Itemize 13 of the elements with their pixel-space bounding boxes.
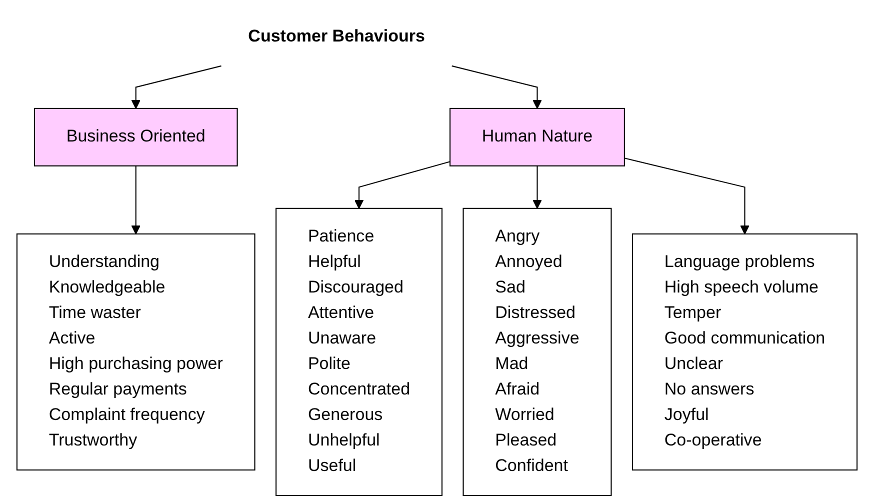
node-box: Patience Helpful Discouraged Attentive Unaware Polite Concentrated Generous Unhelpful Useful [276, 208, 443, 496]
arrow [532, 166, 542, 209]
arrow [624, 158, 750, 234]
node-box: Human Nature [449, 108, 625, 166]
node-box: Language problems High speech volume Temper Good communication Unclear No answers Joyful Co-operative [632, 233, 858, 470]
node-box: Angry Annoyed Sad Distressed Aggressive Mad Afraid Worried Pleased Confident [462, 208, 612, 496]
arrow [131, 65, 222, 109]
arrow [354, 161, 450, 209]
arrow [131, 166, 141, 234]
arrow [452, 65, 542, 109]
node-text: Customer Behaviours [248, 28, 425, 46]
node-box: Business Oriented [34, 108, 238, 166]
node-box: Understanding Knowledgeable Time waster Active High purchasing power Regular payments Complaint frequency Trustworthy [16, 233, 256, 470]
